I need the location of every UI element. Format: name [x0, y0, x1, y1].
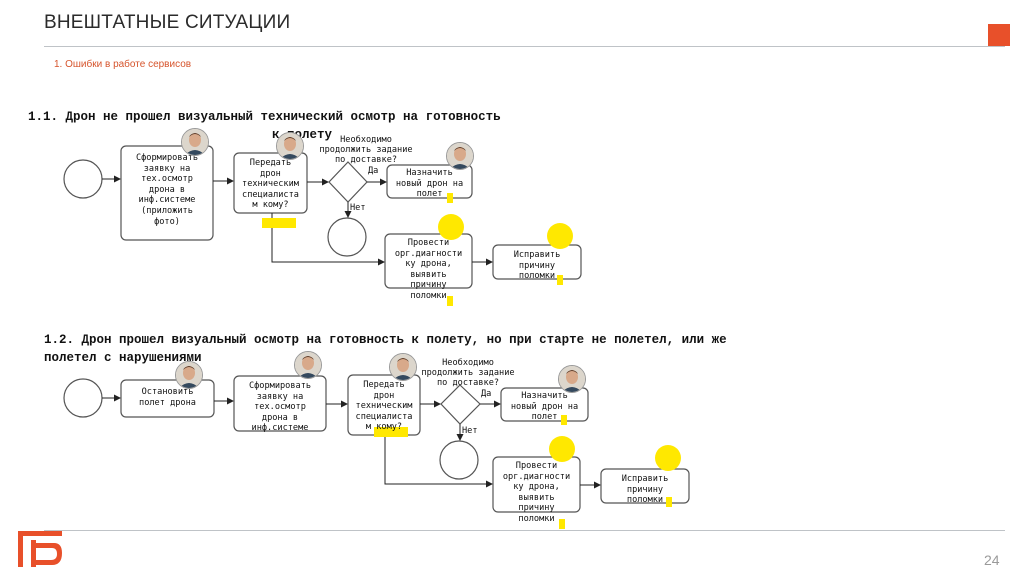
s1-start-event	[63, 159, 103, 199]
s1-marker-fix	[547, 223, 573, 249]
s2-task-stop: Остановить полет дрона	[139, 387, 196, 408]
s2-gateway	[440, 384, 481, 425]
s1-avatar-request	[181, 128, 209, 156]
s1-task-assign: Назначить новый дрон на полет	[395, 168, 464, 200]
s1-highlight-komu	[262, 218, 296, 228]
s2-end-event	[439, 440, 479, 480]
s1-label-no: Нет	[350, 203, 366, 213]
section2-heading-line1: 1.2. Дрон прошел визуальный осмотр на го…	[44, 333, 727, 347]
s2-highlight-assign	[561, 415, 567, 425]
s2-avatar-transfer	[389, 353, 417, 381]
title-divider	[44, 46, 1005, 47]
s2-task-diagnose: Провести орг.диагности ку дрона, выявить…	[502, 461, 571, 524]
s2-task-transfer: Передать дрон техническим специалиста м …	[355, 380, 413, 433]
s2-start-event	[63, 378, 103, 418]
s1-marker-diagnose	[438, 214, 464, 240]
s1-task-diagnose-box	[384, 233, 473, 289]
s1-task-request-box	[120, 145, 214, 241]
s1-task-diagnose: Провести орг.диагности ку дрона, выявить…	[394, 238, 463, 301]
s2-task-fix: Исправить причину поломки	[621, 474, 669, 506]
s1-task-fix: Исправить причину поломки	[513, 250, 561, 282]
s2-task-fix-box	[600, 468, 690, 504]
s1-task-assign-box	[386, 164, 473, 199]
s2-label-no: Нет	[462, 426, 478, 436]
s2-avatar-request	[294, 351, 322, 379]
s1-label-yes: Да	[368, 166, 379, 176]
s1-avatar-assign	[446, 142, 474, 170]
s2-task-stop-box	[120, 379, 215, 418]
s2-highlight-fix	[666, 497, 672, 507]
s1-task-fix-box	[492, 244, 582, 280]
s2-gateway-question: Необходимо продолжить задание по доставк…	[421, 358, 515, 388]
s1-highlight-assign	[447, 193, 453, 203]
s2-label-yes: Да	[481, 389, 492, 399]
section2-heading-line2: полетел с нарушениями	[44, 351, 202, 365]
footer-divider	[44, 530, 1005, 531]
section1-heading-line1: 1.1. Дрон не прошел визуальный техническ…	[28, 110, 501, 124]
s2-task-request: Сформировать заявку на тех.осмотр дрона …	[248, 381, 312, 434]
s2-marker-fix	[655, 445, 681, 471]
s1-flow-diagnose	[271, 213, 385, 266]
s1-highlight-diagnose	[447, 296, 453, 306]
s1-task-request: Сформировать заявку на тех.осмотр дрона …	[135, 153, 199, 227]
page-number: 24	[984, 552, 1000, 568]
s2-task-assign: Назначить новый дрон на полет	[510, 391, 579, 423]
s2-flow-diagnose	[384, 435, 493, 488]
s1-avatar-transfer	[276, 132, 304, 160]
s1-end-event	[327, 217, 367, 257]
s2-highlight-diagnose	[559, 519, 565, 529]
slide-title: ВНЕШТАТНЫЕ СИТУАЦИИ	[44, 12, 291, 33]
s1-task-transfer: Передать дрон техническим специалиста м …	[242, 158, 299, 211]
s1-gateway	[328, 161, 368, 203]
s2-marker-diagnose	[549, 436, 575, 462]
s2-task-assign-box	[500, 387, 589, 422]
s2-avatar-stop	[175, 361, 203, 389]
accent-square	[988, 24, 1010, 46]
s1-task-transfer-box	[233, 152, 308, 214]
company-logo	[18, 531, 62, 567]
s1-gateway-question: Необходимо продолжить задание по доставк…	[319, 135, 413, 165]
s2-avatar-assign	[558, 365, 586, 393]
s2-highlight-komu	[374, 427, 408, 437]
s1-highlight-fix	[557, 275, 563, 285]
slide-subtitle: 1. Ошибки в работе сервисов	[54, 59, 192, 70]
